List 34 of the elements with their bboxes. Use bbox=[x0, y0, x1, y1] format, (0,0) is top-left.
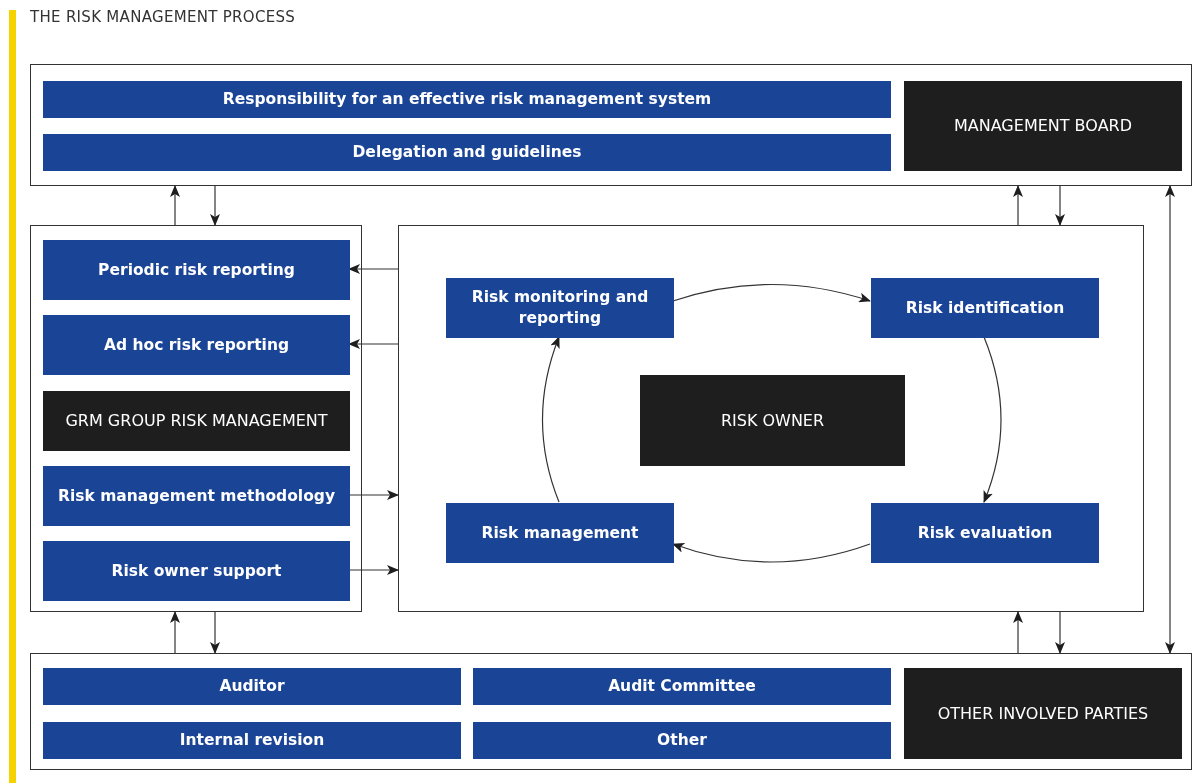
process-box: Risk monitoring and reporting bbox=[446, 278, 674, 338]
process-box: Responsibility for an effective risk management system bbox=[43, 81, 891, 118]
role-box: RISK OWNER bbox=[640, 375, 905, 466]
process-box: Risk evaluation bbox=[871, 503, 1099, 563]
arrow bbox=[541, 336, 560, 503]
role-box: GRM GROUP RISK MANAGEMENT bbox=[43, 391, 350, 451]
arrow bbox=[1013, 185, 1023, 226]
arrow bbox=[170, 611, 180, 654]
arrow bbox=[1013, 611, 1023, 654]
group-frame bbox=[30, 64, 1192, 186]
process-box: Audit Committee bbox=[473, 668, 891, 705]
process-box: Other bbox=[473, 722, 891, 759]
arrow bbox=[1055, 185, 1065, 226]
process-box: Delegation and guidelines bbox=[43, 134, 891, 171]
role-box: MANAGEMENT BOARD bbox=[904, 81, 1182, 171]
group-frame bbox=[398, 225, 1144, 612]
group-frame bbox=[30, 225, 362, 612]
process-box: Auditor bbox=[43, 668, 461, 705]
role-box: OTHER INVOLVED PARTIES bbox=[904, 668, 1182, 759]
arrow bbox=[983, 336, 1002, 503]
arrow bbox=[170, 185, 180, 226]
group-frame bbox=[30, 653, 1192, 770]
process-box: Periodic risk reporting bbox=[43, 240, 350, 300]
process-box: Risk management methodology bbox=[43, 466, 350, 526]
process-box: Risk management bbox=[446, 503, 674, 563]
arrow bbox=[1165, 185, 1175, 654]
process-box: Risk identification bbox=[871, 278, 1099, 338]
arrow bbox=[1055, 611, 1065, 654]
diagram-title: THE RISK MANAGEMENT PROCESS bbox=[30, 8, 296, 26]
process-box: Risk owner support bbox=[43, 541, 350, 601]
process-box: Ad hoc risk reporting bbox=[43, 315, 350, 375]
arrow bbox=[210, 611, 220, 654]
process-box: Internal revision bbox=[43, 722, 461, 759]
arrow bbox=[210, 185, 220, 226]
